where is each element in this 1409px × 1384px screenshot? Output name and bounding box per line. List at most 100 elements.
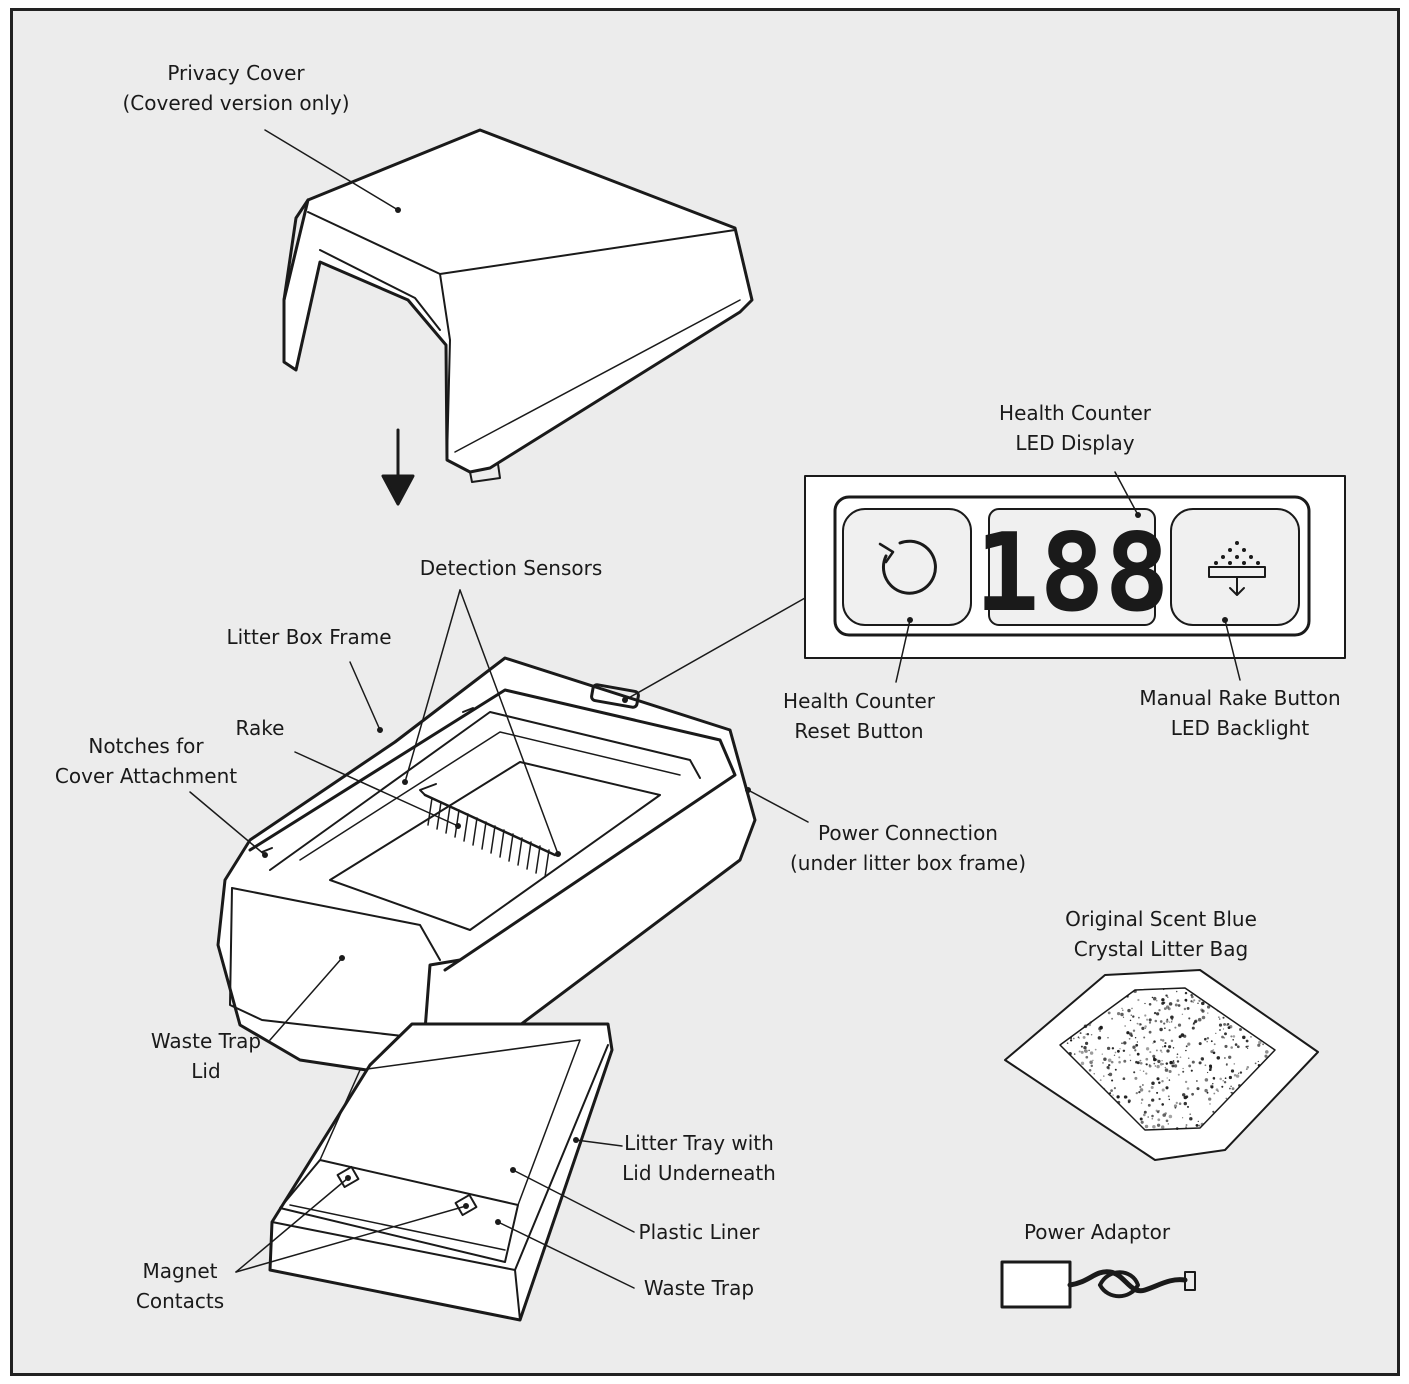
litter-crystal	[1190, 993, 1193, 997]
litter-crystal	[1174, 1106, 1177, 1109]
litter-crystal	[1117, 1100, 1121, 1104]
litter-crystal	[1190, 1000, 1193, 1003]
litter-crystal	[1207, 1012, 1209, 1014]
litter-crystal	[1150, 1085, 1154, 1090]
litter-crystal	[1161, 1051, 1163, 1053]
litter-crystal	[1212, 1051, 1216, 1055]
litter-crystal	[1152, 996, 1157, 1001]
litter-crystal	[1221, 1035, 1224, 1039]
label-detection-sensors: Detection Sensors	[419, 556, 603, 580]
litter-crystal	[1153, 1062, 1156, 1065]
litter-crystal	[1165, 1086, 1169, 1090]
litter-crystal	[1152, 1054, 1156, 1058]
litter-crystal	[1156, 1077, 1160, 1081]
litter-crystal	[1089, 1021, 1093, 1024]
litter-crystal	[1132, 1045, 1136, 1049]
litter-crystal	[1145, 1057, 1149, 1061]
litter-crystal	[1198, 1124, 1201, 1127]
litter-crystal	[1139, 1069, 1141, 1071]
litter-crystal	[1166, 1077, 1168, 1079]
litter-crystal	[1113, 1054, 1116, 1057]
litter-crystal	[1196, 1080, 1198, 1082]
litter-crystal	[1176, 999, 1180, 1002]
litter-crystal	[1151, 1117, 1154, 1120]
litter-crystal	[1156, 1000, 1158, 1002]
reset-button[interactable]	[842, 508, 972, 626]
litter-crystal	[1191, 1026, 1195, 1030]
litter-crystal	[1120, 1012, 1124, 1017]
litter-crystal	[1089, 1051, 1094, 1055]
litter-crystal	[1247, 1045, 1249, 1047]
litter-crystal	[1135, 1091, 1138, 1095]
litter-crystal	[1172, 1047, 1175, 1049]
litter-crystal	[1151, 1114, 1154, 1118]
litter-crystal	[1138, 1016, 1140, 1019]
litter-crystal	[1066, 1042, 1069, 1045]
label-litter-box-frame: Litter Box Frame	[226, 625, 392, 649]
litter-crystal	[1148, 1090, 1151, 1093]
litter-crystal	[1204, 1064, 1207, 1067]
litter-crystal	[1143, 1036, 1146, 1039]
litter-crystal	[1206, 1091, 1209, 1094]
litter-crystal	[1198, 999, 1201, 1002]
litter-crystal	[1142, 1084, 1144, 1086]
litter-crystal	[1078, 1050, 1081, 1053]
litter-crystal	[1221, 1085, 1224, 1088]
litter-crystal	[1118, 1056, 1121, 1059]
litter-crystal	[1245, 1045, 1248, 1048]
litter-crystal	[1090, 1064, 1094, 1068]
litter-crystal	[1162, 988, 1165, 991]
litter-crystal	[1144, 1014, 1147, 1017]
litter-crystal	[1216, 1056, 1221, 1060]
litter-crystal	[1121, 1007, 1123, 1009]
litter-crystal	[1083, 1024, 1088, 1029]
litter-crystal	[1210, 1084, 1214, 1089]
litter-crystal	[1172, 1060, 1175, 1062]
litter-crystal	[1168, 1098, 1171, 1101]
litter-crystal	[1155, 1012, 1160, 1016]
litter-crystal	[1159, 1062, 1163, 1066]
litter-crystal	[1186, 1087, 1190, 1090]
litter-box-frame	[216, 656, 757, 1080]
litter-crystal	[1068, 1052, 1072, 1056]
litter-crystal	[1265, 1050, 1269, 1054]
litter-crystal	[1189, 1113, 1192, 1116]
litter-crystal	[1110, 1089, 1113, 1092]
litter-crystal	[1212, 1110, 1215, 1113]
litter-crystal	[1144, 1002, 1146, 1005]
litter-crystal	[1153, 1057, 1157, 1062]
litter-crystal	[1226, 1024, 1228, 1026]
litter-crystal	[1188, 1064, 1192, 1068]
litter-crystal	[1171, 1018, 1173, 1021]
litter-crystal	[1231, 1087, 1235, 1091]
litter-crystal	[1069, 1036, 1073, 1040]
litter-crystal	[1155, 1109, 1158, 1112]
litter-crystal	[1204, 1088, 1208, 1093]
litter-crystal	[1208, 1064, 1213, 1068]
litter-crystal	[1163, 1007, 1167, 1010]
litter-crystal	[1189, 1117, 1193, 1121]
litter-crystal	[1108, 1064, 1111, 1067]
litter-crystal	[1102, 1061, 1104, 1064]
litter-crystal	[1231, 1091, 1234, 1095]
litter-crystal	[1140, 1102, 1143, 1104]
litter-crystal	[1184, 991, 1188, 995]
litter-crystal	[1209, 1103, 1211, 1105]
litter-crystal	[1080, 1045, 1083, 1048]
litter-crystal	[1225, 1063, 1228, 1066]
litter-crystal	[1224, 1032, 1227, 1036]
litter-crystal	[1145, 1047, 1150, 1051]
litter-crystal	[1072, 1037, 1075, 1040]
litter-tray	[268, 1022, 614, 1322]
litter-crystal	[1192, 1001, 1194, 1003]
litter-crystal	[1128, 1037, 1131, 1040]
litter-crystal	[1088, 1049, 1090, 1052]
litter-crystal	[1182, 1067, 1184, 1070]
litter-crystal	[1099, 1030, 1101, 1032]
privacy-cover	[282, 128, 754, 483]
litter-crystal	[1208, 1068, 1212, 1072]
litter-crystal	[1215, 1088, 1219, 1092]
